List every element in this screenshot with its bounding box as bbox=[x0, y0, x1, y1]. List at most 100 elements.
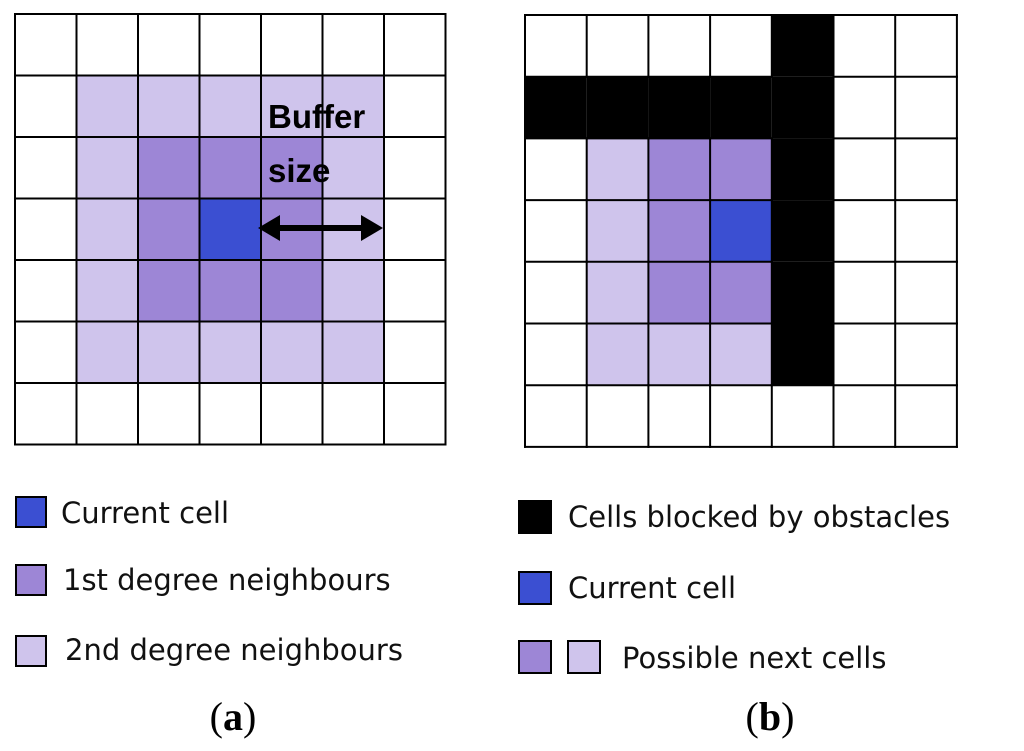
empty-cell bbox=[895, 200, 957, 262]
obstacle-cell bbox=[525, 76, 587, 139]
empty-cell bbox=[771, 385, 834, 447]
empty-cell bbox=[15, 137, 77, 199]
empty-cell bbox=[895, 76, 957, 139]
legend-swatch-current-b bbox=[518, 571, 552, 605]
empty-cell bbox=[384, 75, 446, 137]
empty-cell bbox=[710, 385, 772, 447]
panel-a-label: (a) bbox=[210, 694, 257, 739]
legend-b: Cells blocked by obstacles Current cell … bbox=[518, 500, 950, 675]
obstacle-cell bbox=[771, 76, 834, 139]
empty-cell bbox=[15, 75, 77, 137]
empty-cell bbox=[525, 138, 587, 201]
empty-cell bbox=[384, 383, 446, 445]
legend-label-current-cell: Current cell bbox=[61, 496, 229, 530]
empty-cell bbox=[648, 385, 711, 447]
legend-label-second-degree: 2nd degree neighbours bbox=[65, 633, 403, 667]
empty-cell bbox=[322, 383, 384, 445]
second-degree-cell bbox=[586, 200, 649, 262]
second-degree-cell bbox=[586, 323, 649, 386]
obstacle-cell bbox=[771, 323, 834, 386]
obstacle-cell bbox=[771, 138, 834, 201]
empty-cell bbox=[261, 14, 323, 76]
current-cell bbox=[710, 200, 772, 262]
legend-item-current-cell-b: Current cell bbox=[518, 571, 736, 605]
panel-b-label: (b) bbox=[746, 694, 795, 739]
empty-cell bbox=[15, 14, 77, 76]
panel-a: Buffer size Current cell 1st degree neig… bbox=[14, 13, 447, 739]
second-degree-cell bbox=[648, 323, 711, 386]
second-degree-cell bbox=[76, 321, 138, 383]
legend-item-current-cell: Current cell bbox=[15, 496, 229, 530]
empty-cell bbox=[586, 15, 649, 77]
buffer-label-line2: size bbox=[268, 152, 330, 189]
legend-swatch-obstacle bbox=[518, 500, 552, 534]
legend-label-current-cell-b: Current cell bbox=[568, 571, 736, 605]
buffer-arrow-left-head bbox=[258, 215, 280, 241]
second-degree-cell bbox=[261, 75, 323, 137]
empty-cell bbox=[199, 383, 261, 445]
grid-a bbox=[14, 13, 447, 446]
current-cell bbox=[199, 198, 261, 260]
first-degree-cell bbox=[199, 137, 261, 199]
second-degree-cell bbox=[76, 137, 138, 199]
second-degree-cell bbox=[322, 260, 384, 322]
second-degree-cell bbox=[322, 137, 384, 199]
empty-cell bbox=[15, 260, 77, 322]
empty-cell bbox=[833, 15, 896, 77]
second-degree-cell bbox=[76, 75, 138, 137]
second-degree-cell bbox=[586, 261, 649, 324]
empty-cell bbox=[833, 261, 896, 324]
empty-cell bbox=[895, 323, 957, 386]
empty-cell bbox=[76, 14, 138, 76]
legend-item-obstacle: Cells blocked by obstacles bbox=[518, 500, 950, 534]
empty-cell bbox=[833, 76, 896, 139]
empty-cell bbox=[648, 15, 711, 77]
panel-b: Cells blocked by obstacles Current cell … bbox=[518, 14, 958, 739]
second-degree-cell bbox=[261, 321, 323, 383]
legend-label-possible-next: Possible next cells bbox=[622, 641, 886, 675]
first-degree-cell bbox=[138, 198, 200, 260]
buffer-label-line1: Buffer bbox=[268, 98, 365, 135]
empty-cell bbox=[895, 138, 957, 201]
legend-swatch-current bbox=[15, 496, 47, 528]
obstacle-cell bbox=[586, 76, 649, 139]
empty-cell bbox=[895, 261, 957, 324]
empty-cell bbox=[384, 198, 446, 260]
empty-cell bbox=[76, 383, 138, 445]
empty-cell bbox=[384, 321, 446, 383]
obstacle-cell bbox=[710, 76, 772, 139]
obstacle-cell bbox=[648, 76, 711, 139]
empty-cell bbox=[384, 137, 446, 199]
legend-label-obstacle: Cells blocked by obstacles bbox=[568, 500, 950, 534]
buffer-arrow-right-head bbox=[361, 215, 383, 241]
empty-cell bbox=[261, 383, 323, 445]
second-degree-cell bbox=[322, 75, 384, 137]
second-degree-cell bbox=[199, 75, 261, 137]
second-degree-cell bbox=[138, 75, 200, 137]
empty-cell bbox=[322, 14, 384, 76]
second-degree-cell bbox=[76, 260, 138, 322]
legend-swatch-possible-second bbox=[567, 640, 601, 674]
second-degree-cell bbox=[76, 198, 138, 260]
first-degree-cell bbox=[138, 137, 200, 199]
second-degree-cell bbox=[322, 321, 384, 383]
empty-cell bbox=[525, 385, 587, 447]
empty-cell bbox=[525, 323, 587, 386]
empty-cell bbox=[710, 15, 772, 77]
second-degree-cell bbox=[586, 138, 649, 201]
first-degree-cell bbox=[138, 260, 200, 322]
empty-cell bbox=[833, 138, 896, 201]
legend-swatch-possible-first bbox=[518, 640, 552, 674]
empty-cell bbox=[895, 15, 957, 77]
legend-swatch-second-degree bbox=[15, 635, 47, 667]
second-degree-cell bbox=[138, 321, 200, 383]
first-degree-cell bbox=[710, 138, 772, 201]
first-degree-cell bbox=[648, 261, 711, 324]
empty-cell bbox=[525, 15, 587, 77]
legend-item-second-degree: 2nd degree neighbours bbox=[15, 633, 403, 667]
empty-cell bbox=[384, 14, 446, 76]
legend-a: Current cell 1st degree neighbours 2nd d… bbox=[15, 496, 403, 667]
first-degree-cell bbox=[710, 261, 772, 324]
buffer-size-annotation: Buffer size bbox=[258, 98, 383, 241]
